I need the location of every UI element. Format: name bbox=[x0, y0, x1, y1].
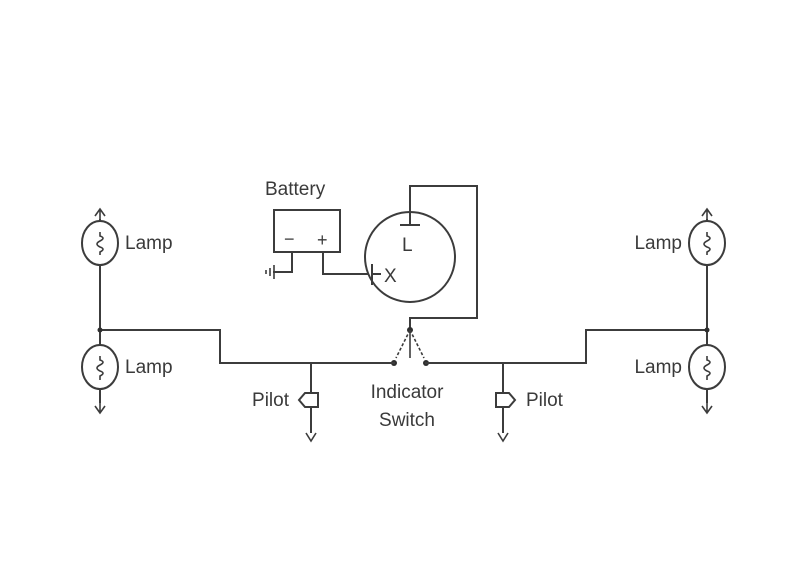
right-pilot-lamp bbox=[495, 392, 517, 408]
lamp-right-bottom-label: Lamp bbox=[634, 357, 682, 378]
flasher-output-wire bbox=[409, 185, 478, 329]
right-pilot: Pilot bbox=[495, 362, 564, 443]
lamp-right-bottom-filament bbox=[703, 356, 711, 380]
flasher-x-label: X bbox=[384, 266, 397, 287]
lamp-left-top bbox=[81, 220, 119, 266]
battery-body bbox=[273, 209, 341, 253]
right-lamp-group: Lamp Lamp bbox=[634, 207, 726, 415]
pilot-left-label: Pilot bbox=[252, 390, 290, 411]
indicator-switch: Indicator Switch bbox=[371, 327, 445, 431]
left-lamp-group: Lamp Lamp bbox=[81, 207, 173, 415]
battery-ground-symbol bbox=[265, 265, 275, 279]
lamp-left-top-label: Lamp bbox=[125, 233, 173, 254]
flasher-unit: X L bbox=[364, 185, 478, 329]
right-main-wire bbox=[425, 329, 708, 364]
battery-ground-wire bbox=[273, 251, 293, 273]
left-pilot-ground-arrow bbox=[305, 432, 317, 443]
lamp-left-bottom bbox=[81, 344, 119, 390]
left-pilot: Pilot bbox=[252, 362, 319, 443]
right-bottom-ground-arrow bbox=[701, 402, 713, 415]
flasher-l-terminal bbox=[400, 185, 420, 226]
lamp-left-top-filament bbox=[96, 232, 104, 255]
right-pilot-ground-arrow bbox=[497, 432, 509, 443]
left-main-wire bbox=[99, 329, 395, 364]
indicator-switch-label-line1: Indicator bbox=[371, 382, 445, 403]
right-junction-dot bbox=[704, 327, 710, 333]
pilot-right-label: Pilot bbox=[526, 390, 564, 411]
left-pilot-lamp bbox=[297, 392, 319, 408]
battery-minus-terminal: − bbox=[284, 229, 295, 249]
indicator-switch-label-line2: Switch bbox=[379, 410, 435, 431]
battery-label: Battery bbox=[265, 179, 326, 200]
battery-plus-terminal: + bbox=[317, 230, 328, 250]
battery: Battery − + bbox=[265, 179, 373, 279]
left-junction-dot bbox=[97, 327, 103, 333]
lamp-left-bottom-filament bbox=[96, 356, 104, 380]
battery-positive-wire bbox=[322, 251, 373, 275]
lamp-right-top-filament bbox=[703, 232, 711, 255]
left-bottom-ground-arrow bbox=[94, 402, 106, 415]
lamp-right-top bbox=[688, 220, 726, 266]
switch-arm bbox=[395, 329, 425, 359]
lamp-right-bottom bbox=[688, 344, 726, 390]
lamp-left-bottom-label: Lamp bbox=[125, 357, 173, 378]
flasher-x-terminal bbox=[371, 264, 381, 285]
flasher-l-label: L bbox=[402, 235, 413, 256]
lamp-right-top-label: Lamp bbox=[634, 233, 682, 254]
